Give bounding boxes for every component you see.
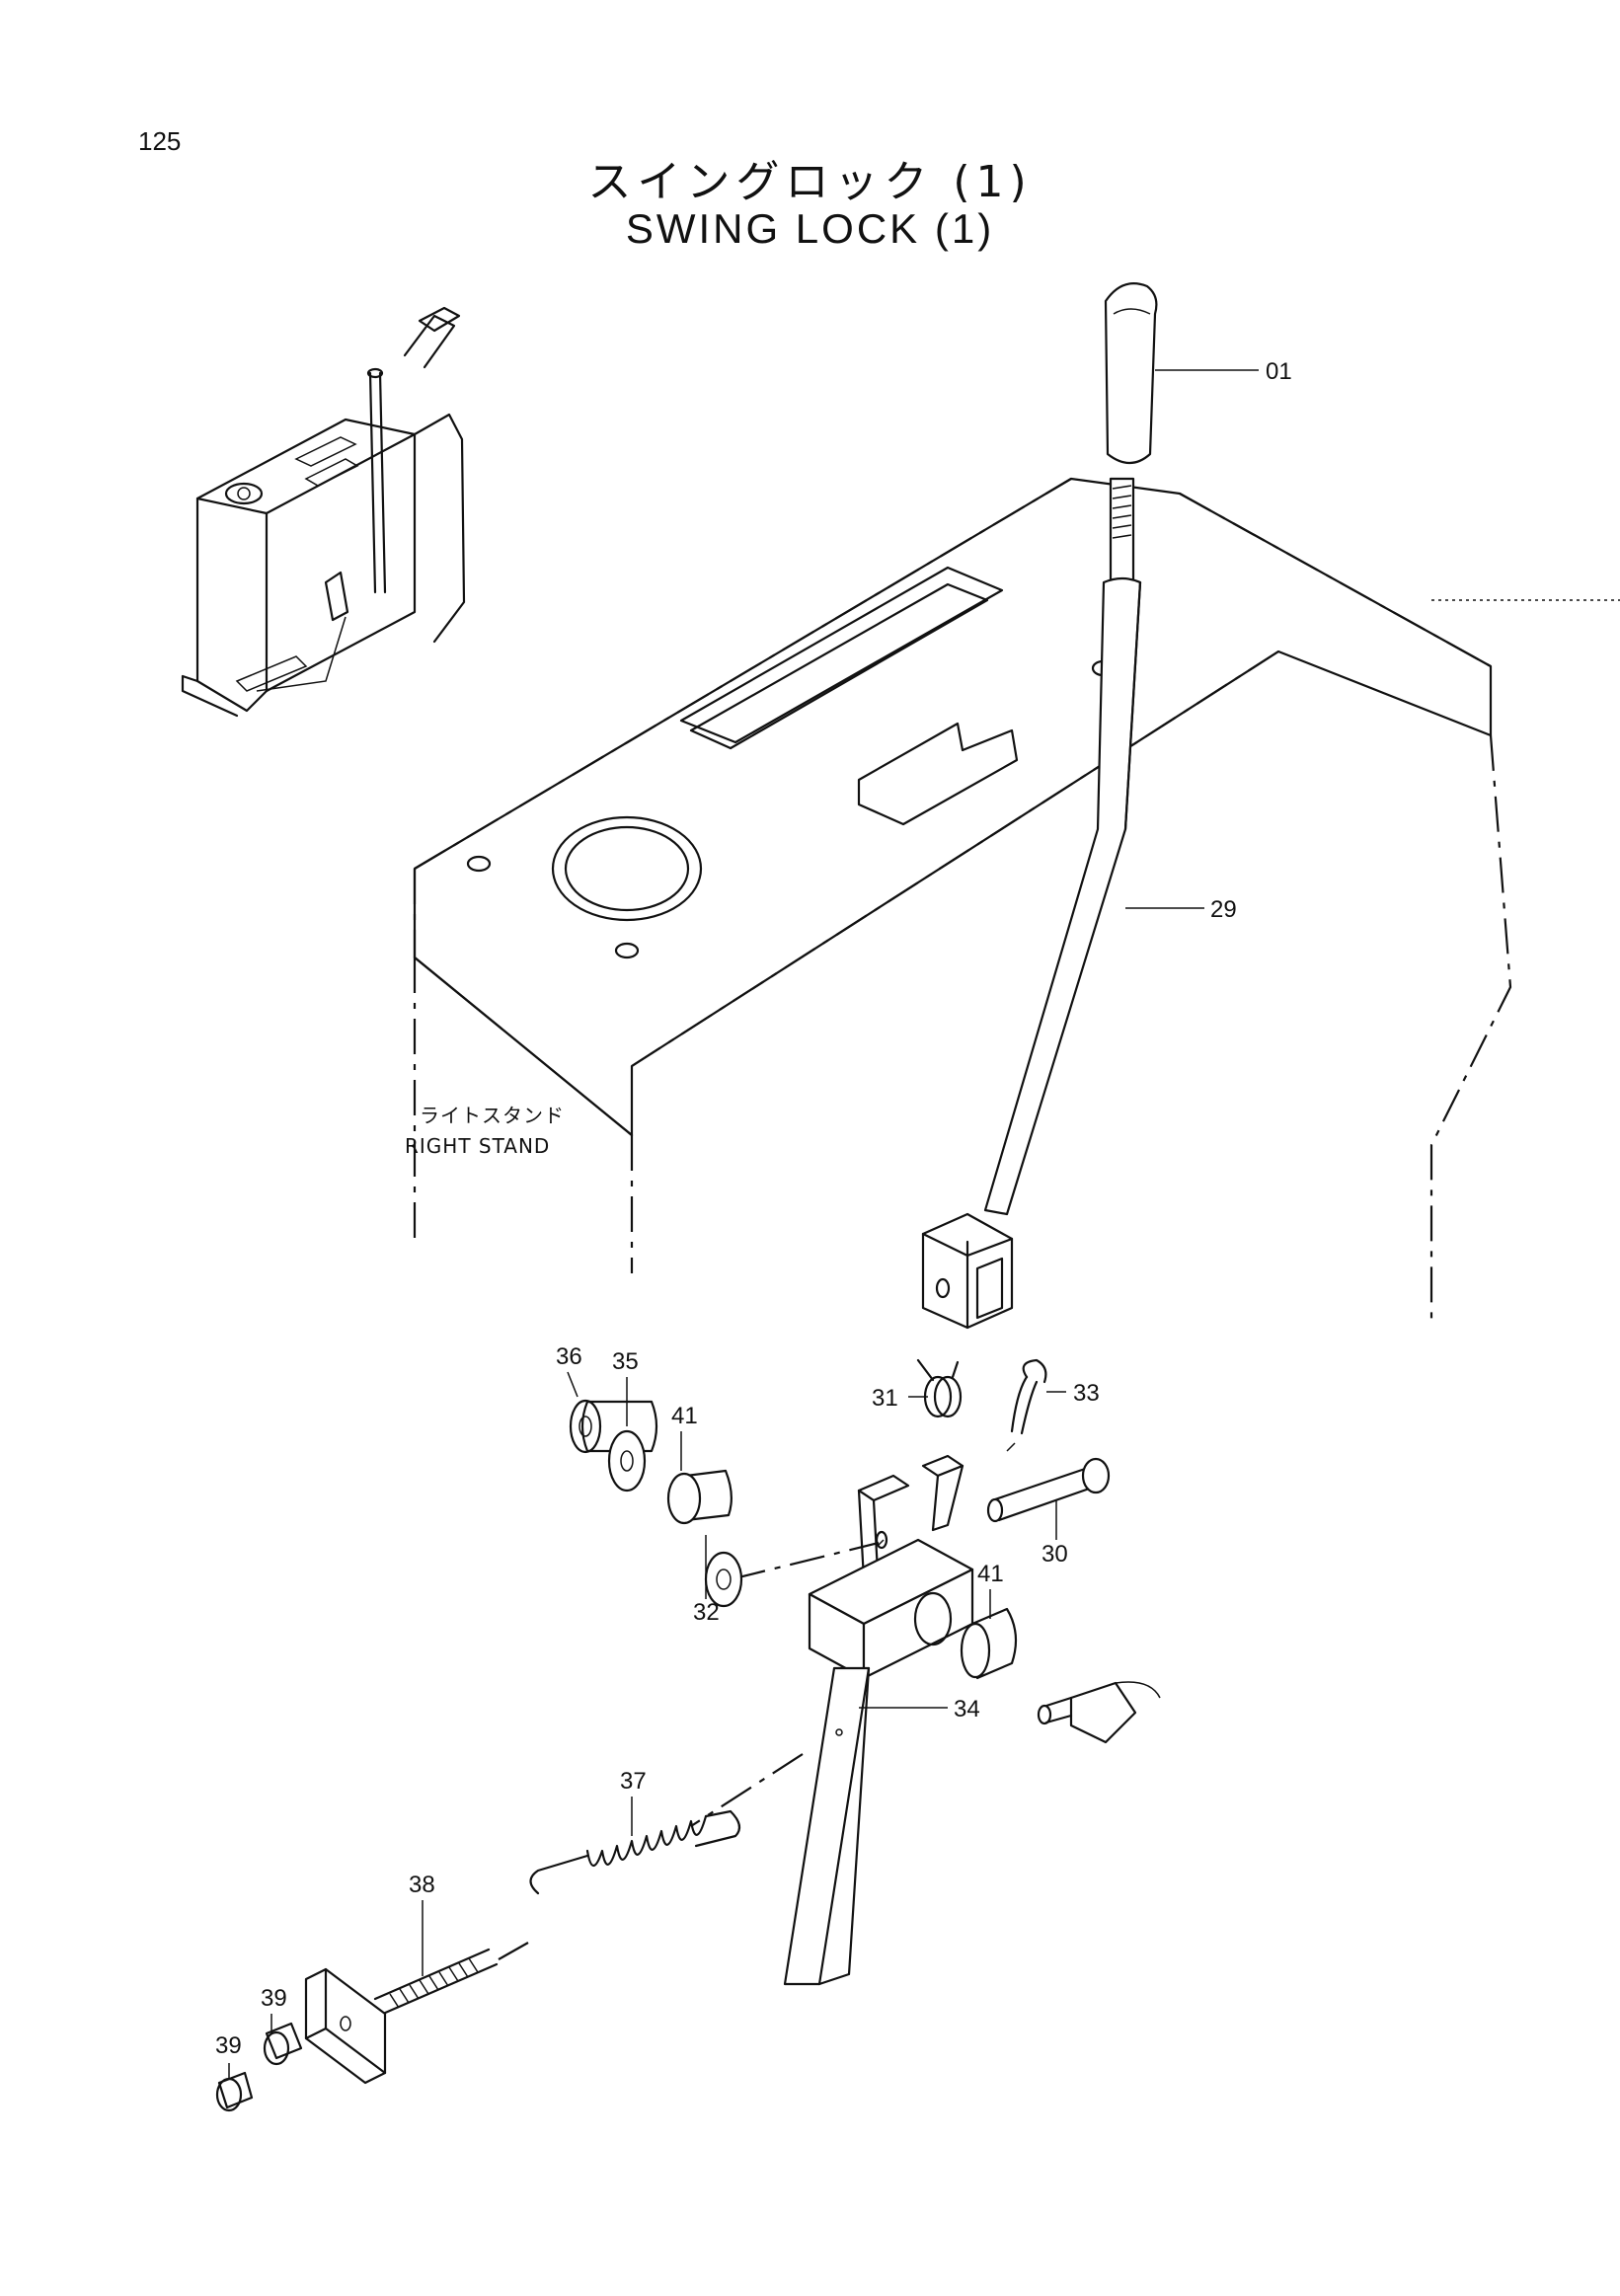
label-01: 01: [1266, 358, 1292, 385]
tension-spring-part: [529, 1809, 741, 1895]
label-36: 36: [556, 1343, 582, 1370]
label-41-upper: 41: [671, 1403, 698, 1429]
label-37: 37: [620, 1768, 647, 1795]
torsion-spring-part: [916, 1358, 963, 1418]
swing-lock-lever-part: [690, 1454, 974, 1986]
label-34: 34: [954, 1696, 980, 1722]
cotter-pin-part: [1010, 1358, 1047, 1435]
right-stand-outline: [413, 477, 1620, 1323]
washer-bushing-set: [569, 1399, 1161, 1744]
label-29: 29: [1210, 896, 1237, 923]
lever-part: [921, 477, 1142, 1330]
nut-39-set: [215, 2022, 303, 2112]
label-33: 33: [1073, 1380, 1100, 1407]
title-japanese: スイングロック (1): [587, 157, 1033, 207]
title-english: SWING LOCK (1): [625, 205, 995, 252]
label-32: 32: [693, 1599, 720, 1626]
label-31: 31: [872, 1385, 898, 1412]
label-30: 30: [1041, 1541, 1068, 1568]
page-number: 125: [138, 126, 182, 156]
label-39-left: 39: [215, 2032, 242, 2059]
knob-part: [1104, 282, 1158, 465]
label-35: 35: [612, 1348, 639, 1375]
leader-lines: [228, 369, 1259, 2078]
label-41-lower: 41: [977, 1561, 1004, 1587]
pin-part: [986, 1442, 1111, 1523]
label-38: 38: [409, 1872, 435, 1898]
stand-label-japanese: ライトスタンド: [420, 1104, 565, 1127]
part-labels: 01 29 30 31 32 33 34 35 36 37 38 39 39 4…: [215, 358, 1292, 2059]
label-39-right: 39: [261, 1985, 287, 2012]
inset-overview: [181, 306, 466, 718]
threaded-rod-part: [304, 1942, 529, 2085]
stand-label-english: RIGHT STAND: [405, 1134, 550, 1158]
